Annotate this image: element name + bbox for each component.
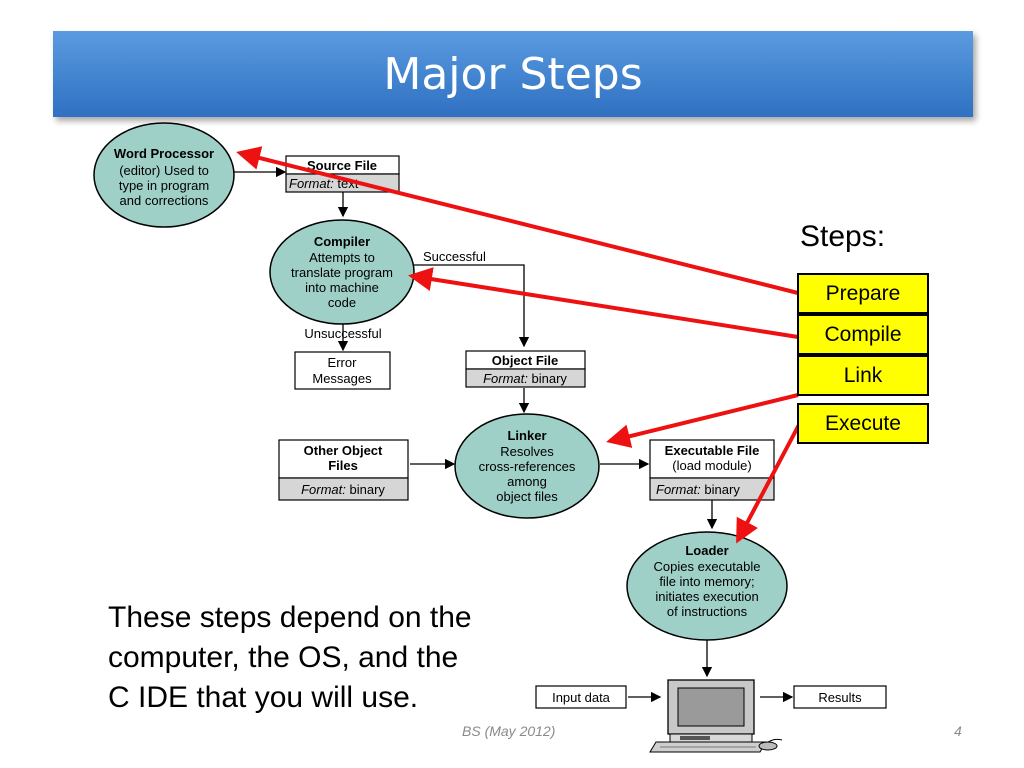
steps-heading: Steps: xyxy=(800,220,886,253)
computer-icon xyxy=(649,679,783,753)
object-file-node: Object File Format: binary xyxy=(465,350,586,388)
input-data-label: Input data xyxy=(552,690,611,705)
word-processor-title: Word Processor xyxy=(114,146,214,161)
step-prepare: Prepare xyxy=(797,273,929,314)
linker-line: among xyxy=(507,474,547,489)
explanatory-note: These steps depend on the computer, the … xyxy=(108,598,548,718)
step-link: Link xyxy=(797,355,929,396)
executable-file-node: Executable File (load module) Format: bi… xyxy=(649,439,775,501)
linker-line: Resolves xyxy=(500,444,554,459)
loader-line: Copies executable xyxy=(654,559,761,574)
step-execute: Execute xyxy=(797,403,929,444)
svg-text:Format: binary: Format: binary xyxy=(483,371,567,386)
other-object-files-format-value: binary xyxy=(350,482,386,497)
object-file-format-value: binary xyxy=(532,371,568,386)
error-messages-line: Error xyxy=(328,355,358,370)
footer-source: BS (May 2012) xyxy=(462,723,556,739)
svg-text:Format: binary: Format: binary xyxy=(656,482,740,497)
other-object-files-format-label: Format: xyxy=(301,482,346,497)
compiler-line: translate program xyxy=(291,265,393,280)
word-processor-line: type in program xyxy=(119,178,209,193)
loader-line: initiates execution xyxy=(655,589,758,604)
executable-file-subtitle: (load module) xyxy=(672,458,752,473)
page-title: Major Steps xyxy=(383,48,643,100)
connector-arrows xyxy=(232,166,794,703)
compiler-title: Compiler xyxy=(314,234,370,249)
svg-text:Format: binary: Format: binary xyxy=(301,482,385,497)
results-node: Results xyxy=(793,685,887,709)
compiler-line: Attempts to xyxy=(309,250,375,265)
error-messages-node: Error Messages xyxy=(294,351,391,390)
loader-title: Loader xyxy=(685,543,728,558)
note-line: C IDE that you will use. xyxy=(108,681,419,714)
compiler-node: Compiler Attempts to translate program i… xyxy=(269,219,415,325)
word-processor-line: (editor) Used to xyxy=(119,163,209,178)
results-label: Results xyxy=(818,690,862,705)
executable-file-title: Executable File xyxy=(665,443,760,458)
note-line: These steps depend on the xyxy=(108,601,472,634)
other-object-files-title: Other Object xyxy=(304,443,383,458)
linker-line: cross-references xyxy=(479,459,576,474)
other-object-files-title: Files xyxy=(328,458,358,473)
linker-node: Linker Resolves cross-references among o… xyxy=(454,413,600,519)
linker-line: object files xyxy=(496,489,558,504)
loader-line: file into memory; xyxy=(659,574,754,589)
word-processor-node: Word Processor (editor) Used to type in … xyxy=(93,122,235,228)
linker-title: Linker xyxy=(507,428,546,443)
note-line: computer, the OS, and the xyxy=(108,641,459,674)
loader-line: of instructions xyxy=(667,604,748,619)
title-bar: Major Steps xyxy=(53,31,973,117)
error-messages-line: Messages xyxy=(312,371,372,386)
other-object-files-node: Other Object Files Format: binary xyxy=(278,439,409,501)
source-file-format-label: Format: xyxy=(289,176,334,191)
source-file-title: Source File xyxy=(307,158,377,173)
compiler-line: into machine xyxy=(305,280,379,295)
footer-page-number: 4 xyxy=(954,723,962,739)
unsuccessful-label: Unsuccessful xyxy=(304,326,381,341)
compiler-line: code xyxy=(328,295,356,310)
input-data-node: Input data xyxy=(535,685,627,709)
step-compile: Compile xyxy=(797,314,929,355)
step-pointer-arrows xyxy=(236,146,804,544)
executable-file-format-value: binary xyxy=(704,482,740,497)
successful-label: Successful xyxy=(423,249,486,264)
object-file-format-label: Format: xyxy=(483,371,528,386)
executable-file-format-label: Format: xyxy=(656,482,701,497)
word-processor-line: and corrections xyxy=(120,193,209,208)
object-file-title: Object File xyxy=(492,353,558,368)
loader-node: Loader Copies executable file into memor… xyxy=(626,531,788,641)
